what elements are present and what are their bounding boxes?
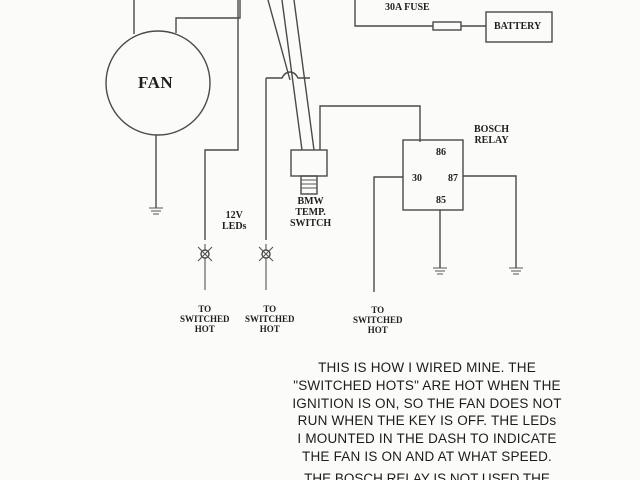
diag-wire-1 bbox=[281, 0, 303, 151]
relay-title-line2: RELAY bbox=[474, 135, 509, 146]
fan-motor bbox=[105, 30, 211, 136]
note-line: "SWITCHED HOTS" ARE HOT WHEN THE bbox=[293, 377, 561, 393]
led-2 bbox=[258, 244, 274, 290]
relay-pin-30: 30 bbox=[412, 173, 422, 184]
note-line: THE FAN IS ON AND AT WHAT SPEED. bbox=[302, 448, 552, 464]
switch-to-relay-86-wire bbox=[319, 105, 421, 150]
leds-line2: LEDs bbox=[222, 221, 247, 232]
diag-wire-3 bbox=[267, 0, 291, 81]
note-cutoff-line: THE BOSCH RELAY IS NOT USED THE bbox=[304, 471, 550, 480]
relay-pin-86: 86 bbox=[436, 147, 446, 158]
relay-85-ground-symbol bbox=[433, 267, 447, 275]
fuse-30a bbox=[432, 21, 462, 31]
wire-crossover-hop bbox=[266, 71, 310, 79]
led-1 bbox=[197, 244, 213, 290]
switched-hot-label-2: TO SWITCHED HOT bbox=[245, 304, 295, 334]
temp-switch-line2: TEMP. bbox=[295, 207, 326, 218]
temp-switch-line3: SWITCH bbox=[290, 218, 332, 229]
led1-wire bbox=[204, 120, 239, 240]
bmw-temp-switch-thread bbox=[300, 175, 318, 195]
fan-ground-symbol bbox=[149, 207, 163, 215]
bmw-temp-switch-body bbox=[290, 149, 328, 177]
note-line: THIS IS HOW I WIRED MINE. THE bbox=[318, 360, 536, 375]
relay-pin-87: 87 bbox=[448, 173, 458, 184]
note-line: I MOUNTED IN THE DASH TO INDICATE bbox=[297, 431, 557, 447]
wiring-note: THIS IS HOW I WIRED MINE. THE "SWITCHED … bbox=[262, 359, 592, 466]
switched-hot-label-3: TO SWITCHED HOT bbox=[353, 305, 403, 335]
fuse-label: 30A FUSE bbox=[385, 2, 430, 13]
leds-label: 12V LEDs bbox=[222, 210, 246, 232]
diag-wire-2 bbox=[293, 0, 315, 151]
leds-line1: 12V bbox=[225, 210, 243, 221]
relay-30-wire bbox=[373, 176, 403, 292]
temp-switch-label: BMW TEMP. SWITCH bbox=[290, 196, 331, 229]
switched-hot-label-1: TO SWITCHED HOT bbox=[180, 304, 230, 334]
fan-label: FAN bbox=[138, 73, 174, 92]
relay-87-wire bbox=[463, 175, 517, 268]
fan-wire-right bbox=[175, 0, 241, 33]
battery bbox=[485, 11, 553, 43]
bosch-relay-body bbox=[402, 139, 464, 211]
note-line: IGNITION IS ON, SO THE FAN DOES NOT bbox=[292, 395, 562, 411]
relay-pin-85: 85 bbox=[436, 195, 446, 206]
relay-87-ground-symbol bbox=[509, 267, 523, 275]
battery-feed-wire bbox=[354, 0, 433, 27]
relay-title-line1: BOSCH bbox=[474, 124, 510, 135]
relay-title: BOSCH RELAY bbox=[474, 124, 509, 146]
battery-label: BATTERY bbox=[494, 21, 542, 32]
temp-switch-line1: BMW bbox=[297, 196, 324, 207]
note-line: RUN WHEN THE KEY IS OFF. THE LEDs bbox=[297, 413, 557, 429]
